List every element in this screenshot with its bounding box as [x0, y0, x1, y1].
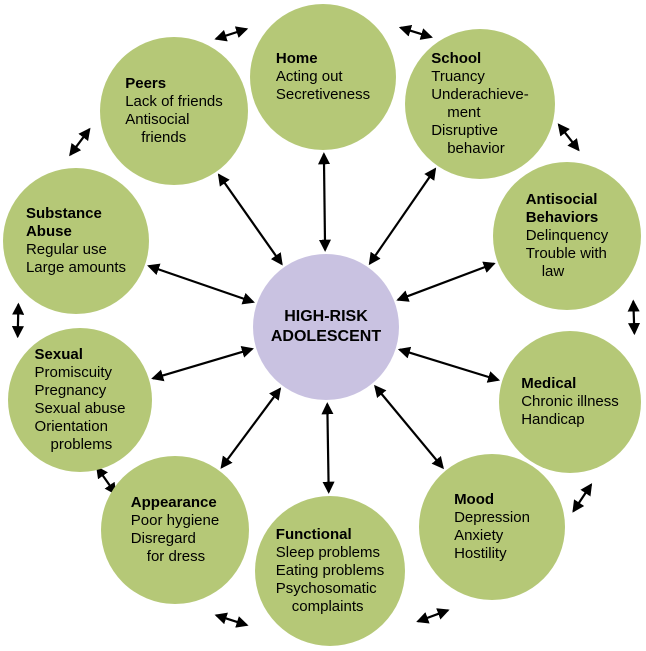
node-body-line: Disregard: [130, 530, 196, 547]
node-title-line: Antisocial: [525, 191, 598, 208]
arrow-antisocial-behaviors-medical: [627, 299, 641, 336]
arrow-center-appearance: [220, 387, 282, 469]
arrow-home-school: [398, 24, 433, 40]
node-body-line: Trouble with: [525, 245, 607, 262]
node-body-line: Disruptive: [431, 122, 498, 139]
node-body-line: Orientation: [34, 418, 108, 435]
node-body-line: Handicap: [521, 411, 585, 428]
arrow-functional-appearance: [214, 612, 249, 628]
node-body-line: Chronic illness: [521, 393, 619, 410]
node-body-line: Anxiety: [454, 527, 504, 544]
arrow-center-home: [317, 152, 332, 252]
center-node: HIGH-RISK ADOLESCENT: [253, 254, 399, 400]
node-body-line: Antisocial: [125, 111, 190, 128]
node-body-line: Sleep problems: [275, 544, 381, 561]
node-body-line: Acting out: [275, 68, 343, 85]
arrow-center-mood: [374, 384, 444, 470]
center-label-line: ADOLESCENT: [270, 328, 382, 345]
arrow-medical-mood: [572, 483, 593, 513]
node-body-line: ment: [447, 104, 481, 121]
node-body-line: Psychosomatic: [275, 580, 377, 597]
node-body-line: Eating problems: [275, 562, 385, 579]
node-body-line: complaints: [291, 598, 364, 615]
node-body-line: Large amounts: [25, 259, 127, 276]
node-title-line: Home: [275, 50, 318, 67]
node-body-line: Underachieve-: [431, 86, 529, 103]
arrow-center-functional: [321, 402, 335, 494]
node-title-line: Sexual: [34, 346, 83, 363]
node-body-line: problems: [50, 436, 113, 453]
center-label-line: HIGH-RISK: [284, 308, 368, 325]
arrow-peers-home: [214, 26, 249, 42]
arrow-school-antisocial-behaviors: [557, 123, 580, 152]
arrow-center-substance-abuse: [147, 263, 255, 305]
arrow-sexual-substance-abuse: [11, 302, 25, 339]
arrow-center-antisocial-behaviors: [396, 261, 496, 302]
node-title-line: School: [431, 50, 482, 67]
node-body-line: Secretiveness: [275, 86, 371, 103]
node-title-line: Appearance: [130, 494, 217, 511]
arrow-substance-abuse-peers: [69, 127, 91, 157]
arrow-center-medical: [397, 346, 501, 383]
node-body-line: Truancy: [431, 68, 485, 85]
node-body-line: Regular use: [25, 241, 107, 258]
node-body-line: Delinquency: [525, 227, 609, 244]
node-title-line: Peers: [125, 75, 167, 92]
node-title-line: Substance: [25, 205, 102, 222]
node-body-line: for dress: [146, 548, 206, 565]
node-title-line: Medical: [521, 375, 577, 392]
node-body-line: Pregnancy: [34, 382, 107, 399]
node-title-line: Abuse: [25, 223, 72, 240]
node-body-line: Sexual abuse: [34, 400, 126, 417]
node-title-line: Behaviors: [525, 209, 599, 226]
node-body-line: Hostility: [454, 545, 507, 562]
node-title-line: Functional: [275, 526, 352, 543]
node-body-line: Promiscuity: [34, 364, 113, 381]
node-body-line: Lack of friends: [125, 93, 223, 110]
node-body-line: behavior: [447, 140, 505, 157]
center-label: HIGH-RISK ADOLESCENT: [271, 307, 381, 347]
node-body-line: law: [541, 263, 565, 280]
arrow-center-school: [368, 167, 437, 266]
arrow-mood-functional: [416, 608, 450, 624]
node-body-line: Poor hygiene: [130, 512, 220, 529]
node-body-line: Depression: [454, 509, 530, 526]
arrow-center-peers: [217, 173, 283, 266]
node-title-line: Mood: [454, 491, 495, 508]
arrow-center-sexual: [151, 346, 254, 382]
node-body-line: friends: [141, 129, 187, 146]
